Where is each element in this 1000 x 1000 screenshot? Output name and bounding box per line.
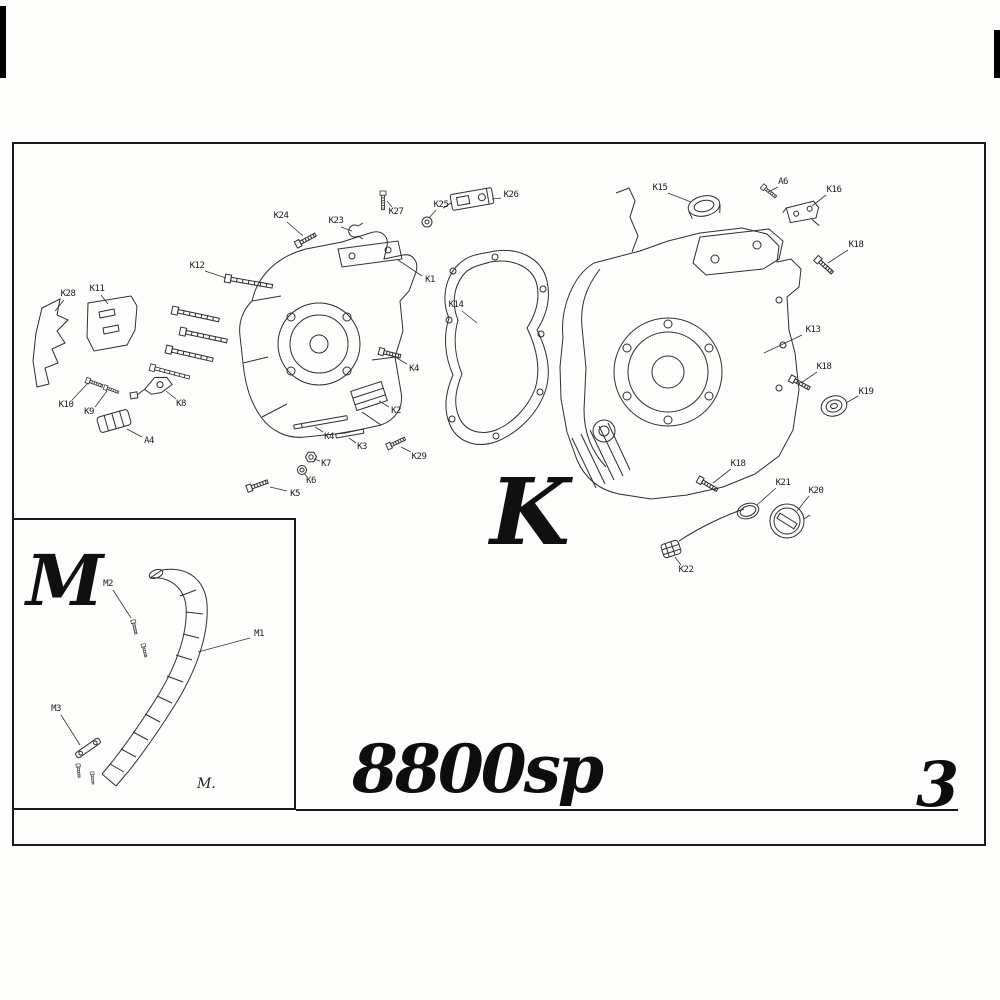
pin-k3 xyxy=(335,428,365,439)
leader-lines xyxy=(54,186,859,746)
part-label-k4: K4 xyxy=(409,364,419,374)
part-label-k16: K16 xyxy=(826,185,842,195)
filter-k22 xyxy=(660,508,745,559)
part-label-k28: K28 xyxy=(60,289,76,299)
inset-box xyxy=(12,518,296,810)
part-label-k9: K9 xyxy=(84,407,94,417)
part-label-k18: K18 xyxy=(848,240,864,250)
lever-k8 xyxy=(129,376,173,400)
part-label-k18: K18 xyxy=(816,362,832,372)
bracket-k16 xyxy=(782,200,820,226)
part-label-k5: K5 xyxy=(290,489,300,499)
footer-rule xyxy=(296,809,958,811)
part-label-k15: K15 xyxy=(652,183,668,193)
part-label-k7: K7 xyxy=(321,459,331,469)
part-label-a6: A6 xyxy=(778,177,788,187)
part-label-k24: K24 xyxy=(273,211,289,221)
connector-k26 xyxy=(442,187,495,211)
section-letter-k: K xyxy=(490,458,570,566)
page-border xyxy=(12,142,986,846)
part-label-k26: K26 xyxy=(503,190,519,200)
part-label-k23: K23 xyxy=(328,216,344,226)
gasket xyxy=(444,250,549,445)
grommet-k25 xyxy=(421,216,433,228)
part-label-k6: K6 xyxy=(306,476,316,486)
model-logo: 8800sp xyxy=(352,730,604,808)
part-label-k27: K27 xyxy=(388,207,404,217)
scan-artifact xyxy=(0,6,6,78)
block-a4 xyxy=(96,409,132,433)
washer-k6 xyxy=(297,465,307,475)
part-label-k8: K8 xyxy=(176,399,186,409)
left-crankcase xyxy=(239,231,418,438)
part-label-k22: K22 xyxy=(678,565,694,575)
part-label-k29: K29 xyxy=(411,452,427,462)
part-label-k19: K19 xyxy=(858,387,874,397)
bracket-m3 xyxy=(75,737,101,759)
part-label-k10: K10 xyxy=(58,400,74,410)
part-label-k13: K13 xyxy=(805,325,821,335)
part-label-k11: K11 xyxy=(89,284,105,294)
handle-assembly xyxy=(75,568,208,787)
hardware xyxy=(32,183,848,559)
page-number: 3 xyxy=(916,748,960,821)
part-label-k12: K12 xyxy=(189,261,205,271)
inset-letter-m: M xyxy=(26,539,104,622)
part-label-m1: M1 xyxy=(254,629,264,639)
part-label-k18: K18 xyxy=(730,459,746,469)
part-label-k1: K1 xyxy=(425,275,435,285)
circlip-k23 xyxy=(348,222,364,240)
part-label-m3: M3 xyxy=(51,704,61,714)
inset-caption: M. xyxy=(197,776,216,792)
part-label-a4: A4 xyxy=(144,436,154,446)
oring-k21 xyxy=(736,502,760,520)
part-label-k21: K21 xyxy=(775,478,791,488)
part-label-k25: K25 xyxy=(433,200,449,210)
cap-k15 xyxy=(687,195,721,219)
part-label-m2: M2 xyxy=(103,579,113,589)
part-label-k4: K4 xyxy=(324,432,334,442)
nut-k7 xyxy=(304,451,318,463)
block-k2 xyxy=(350,380,388,412)
part-label-k20: K20 xyxy=(808,486,824,496)
pin-k4-lower xyxy=(293,415,349,430)
part-label-k3: K3 xyxy=(357,442,367,452)
fuel-cap-k20 xyxy=(769,503,811,539)
plate-k11 xyxy=(86,295,138,352)
part-label-k14: K14 xyxy=(448,300,464,310)
part-label-k2: K2 xyxy=(391,406,401,416)
scan-artifact xyxy=(994,30,1000,78)
catcher-k28 xyxy=(32,298,69,388)
right-crankcase xyxy=(559,187,802,500)
